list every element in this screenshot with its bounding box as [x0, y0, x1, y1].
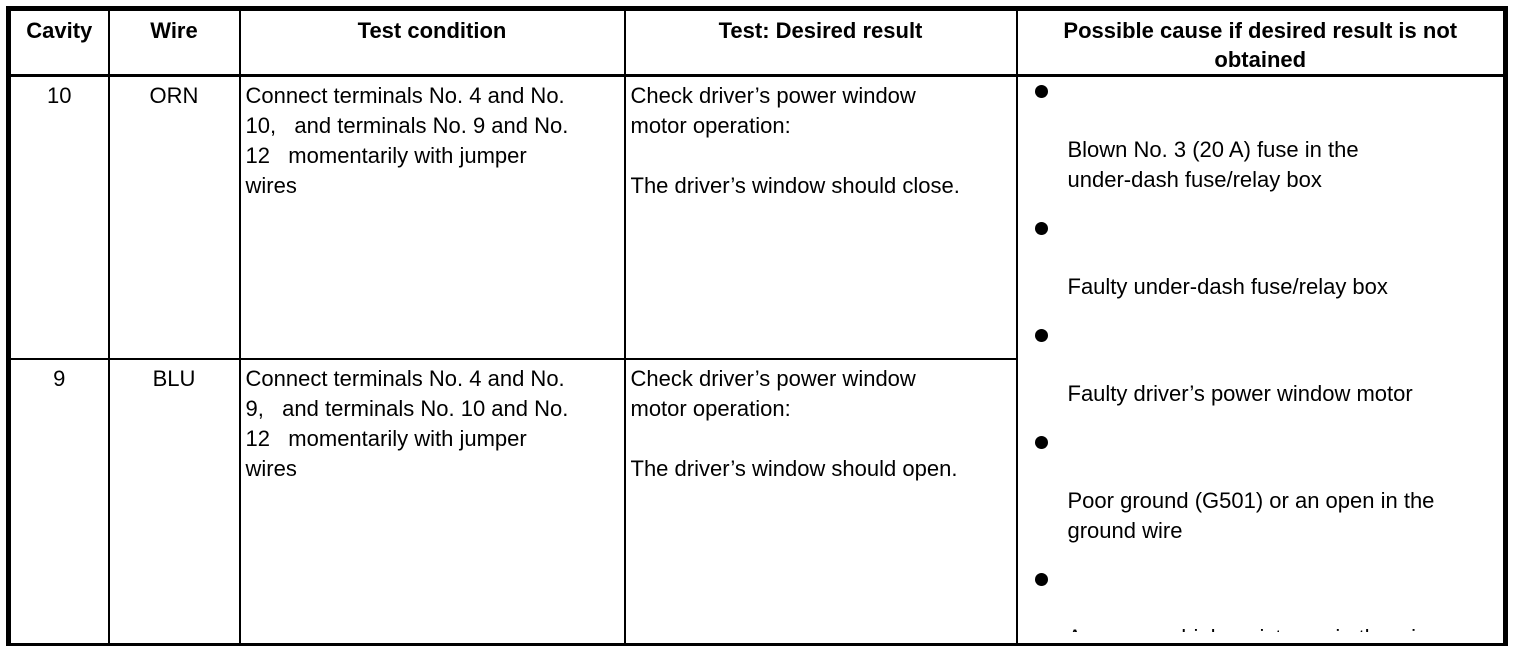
- cause-text: Blown No. 3 (20 A) fuse in the under-das…: [1067, 137, 1359, 192]
- cause-text: Faulty under-dash fuse/relay box: [1067, 274, 1388, 299]
- cause-text: Faulty driver’s power window motor: [1067, 381, 1413, 406]
- possible-causes-cell: Blown No. 3 (20 A) fuse in the under-das…: [1015, 74, 1507, 646]
- bullet-icon: [1034, 436, 1048, 449]
- wire-color-value: BLU: [107, 358, 241, 646]
- bullet-icon: [1034, 573, 1048, 586]
- bullet-icon: [1034, 222, 1048, 235]
- list-item: An open or high resistance in the wire: [1019, 573, 1504, 632]
- col-header-desired-result: Test: Desired result: [623, 7, 1018, 77]
- list-item: Faulty driver’s power window motor: [1019, 329, 1504, 436]
- table-row: 10 ORN Connect terminals No. 4 and No. 1…: [7, 74, 1507, 646]
- col-header-wire: Wire: [107, 7, 241, 77]
- cavity-value: 10: [7, 74, 110, 360]
- col-header-possible-cause: Possible cause if desired result is not …: [1015, 7, 1507, 77]
- desired-result-text: Check driver’s power window motor operat…: [623, 358, 1018, 646]
- bullet-icon: [1034, 85, 1048, 98]
- desired-result-text: Check driver’s power window motor operat…: [623, 74, 1018, 360]
- list-item: Blown No. 3 (20 A) fuse in the under-das…: [1019, 85, 1504, 222]
- possible-causes-list: Blown No. 3 (20 A) fuse in the under-das…: [1019, 78, 1504, 632]
- cause-text: An open or high resistance in the wire: [1068, 623, 1496, 632]
- test-condition-text: Connect terminals No. 4 and No. 9, and t…: [238, 358, 626, 646]
- header-row: Cavity Wire Test condition Test: Desired…: [7, 7, 1507, 77]
- wire-color-value: ORN: [107, 74, 241, 360]
- list-item: Poor ground (G501) or an open in the gro…: [1019, 436, 1504, 573]
- bullet-icon: [1034, 329, 1048, 342]
- table-row: 9 BLU Connect terminals No. 4 and No. 9,…: [7, 358, 1506, 646]
- col-header-cavity: Cavity: [7, 7, 110, 77]
- cause-text: Poor ground (G501) or an open in the gro…: [1067, 488, 1435, 543]
- col-header-test-condition: Test condition: [238, 7, 626, 77]
- list-item: Faulty under-dash fuse/relay box: [1019, 222, 1504, 329]
- cavity-value: 9: [7, 358, 110, 646]
- troubleshooting-table: Cavity Wire Test condition Test: Desired…: [6, 6, 1508, 646]
- test-condition-text: Connect terminals No. 4 and No. 10, and …: [238, 74, 626, 360]
